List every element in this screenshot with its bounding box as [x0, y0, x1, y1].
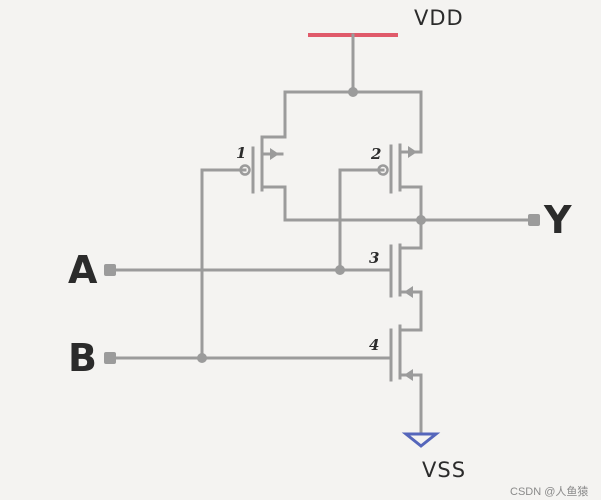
input-a-terminal [104, 264, 116, 276]
pmos-transistor-2 [377, 90, 423, 194]
pmos1-drain-wire [283, 185, 423, 222]
transistor-1-label: 1 [236, 144, 247, 162]
pmos-transistor-1 [239, 90, 287, 194]
nmos-transistor-3 [389, 243, 423, 298]
output-terminal [528, 214, 540, 226]
input-a-label: A [68, 248, 98, 292]
input-a-node [335, 265, 345, 275]
transistor-3-label: 3 [369, 249, 380, 267]
watermark-text: CSDN @人鱼猿 [510, 486, 589, 498]
transistor-4-label: 4 [369, 336, 380, 354]
output-y-label: Y [544, 198, 572, 242]
vss-label: VSS [422, 458, 467, 482]
input-b-to-pmos1-gate [200, 168, 247, 360]
transistor-2-label: 2 [371, 145, 382, 163]
vss-ground-symbol [401, 432, 441, 448]
input-b-label: B [68, 336, 97, 380]
vdd-label: VDD [414, 6, 464, 30]
vdd-node [348, 87, 358, 97]
input-a-to-pmos2-gate [338, 168, 385, 272]
nmos-transistor-4 [389, 290, 423, 382]
input-b-node [197, 353, 207, 363]
input-b-terminal [104, 352, 116, 364]
